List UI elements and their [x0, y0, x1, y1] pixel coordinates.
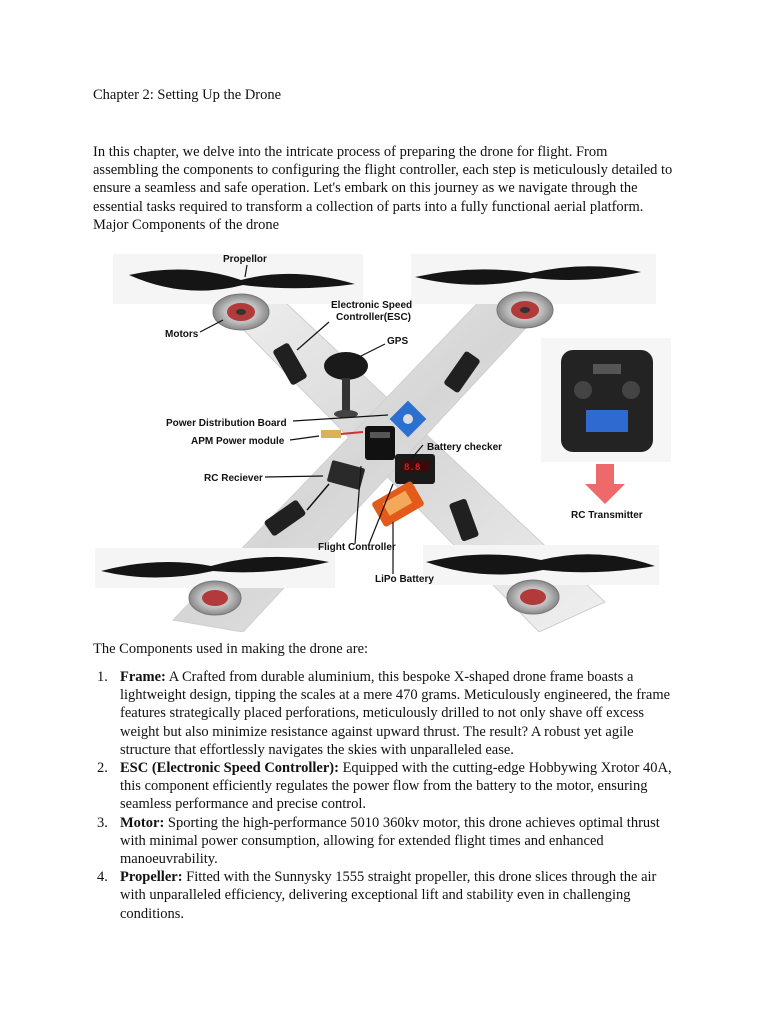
label-rc-transmitter: RC Transmitter — [571, 510, 643, 521]
list-item-term: Propeller: — [120, 869, 183, 886]
motor-bottom-left — [188, 580, 242, 616]
label-flight-controller: Flight Controller — [318, 542, 396, 553]
propeller-bottom-right — [423, 545, 659, 585]
intro-paragraph: In this chapter, we delve into the intri… — [93, 144, 673, 233]
label-motors: Motors — [165, 329, 199, 340]
list-item-term: Motor: — [120, 814, 165, 831]
list-item-text: Sporting the high-performance 5010 360kv… — [120, 814, 660, 868]
list-item-text: Fitted with the Sunnysky 1555 straight p… — [120, 869, 657, 922]
components-list: 1. Frame: A Crafted from durable aluminiu… — [93, 668, 673, 923]
list-item: 3. Motor: Sporting the high-performance 5… — [93, 814, 673, 869]
rc-receiver — [306, 460, 365, 511]
motor-bottom-right — [506, 579, 560, 615]
esc-top-right — [444, 351, 480, 393]
motor-top-right — [496, 291, 554, 329]
label-rc-receiver: RC Reciever — [204, 473, 263, 484]
flight-controller — [365, 426, 395, 460]
list-item: 2. ESC (Electronic Speed Controller): Equ… — [93, 759, 673, 814]
rc-transmitter — [541, 338, 671, 504]
label-gps: GPS — [387, 336, 408, 347]
gps-module — [324, 352, 368, 418]
label-apm: APM Power module — [191, 436, 285, 447]
list-item-number: 3. — [97, 814, 108, 831]
esc-bottom-left — [264, 500, 306, 536]
apm-power-module — [321, 430, 364, 438]
esc-bottom-right — [449, 498, 479, 542]
drone-components-diagram: 8.8 Propellor Electronic Speed Controlle… — [93, 240, 675, 632]
list-item: 1. Frame: A Crafted from durable aluminiu… — [93, 668, 673, 759]
esc-top-left — [273, 343, 307, 385]
list-item-number: 4. — [97, 869, 108, 886]
list-item-term: Frame: — [120, 669, 166, 685]
motor-top-left — [212, 293, 270, 331]
label-pdb: Power Distribution Board — [166, 418, 287, 429]
chapter-title: Chapter 2: Setting Up the Drone — [93, 87, 282, 103]
leader-lines — [199, 264, 424, 574]
lipo-battery — [372, 481, 424, 527]
power-distribution-board — [389, 400, 427, 438]
label-esc-line2: Controller(ESC) — [336, 312, 411, 323]
list-item-text: Equipped with the cutting-edge Hobbywing… — [120, 760, 672, 813]
list-item: 4. Propeller: Fitted with the Sunnysky 15… — [93, 868, 673, 923]
list-item-number: 1. — [97, 669, 108, 685]
label-esc: Electronic Speed — [331, 300, 412, 311]
label-propellor: Propellor — [223, 254, 267, 265]
list-item-text: A Crafted from durable aluminium, this b… — [120, 669, 671, 758]
drone-diagram-svg: 8.8 Propellor Electronic Speed Controlle… — [95, 254, 671, 632]
components-heading: The Components used in making the drone … — [93, 641, 369, 657]
label-battery-checker: Battery checker — [427, 442, 502, 453]
battery-checker: 8.8 — [395, 454, 435, 484]
svg-text:8.8: 8.8 — [404, 463, 420, 473]
list-item-number: 2. — [97, 760, 108, 777]
list-item-term: ESC (Electronic Speed Controller): — [120, 760, 339, 777]
label-lipo-battery: LiPo Battery — [375, 574, 434, 585]
